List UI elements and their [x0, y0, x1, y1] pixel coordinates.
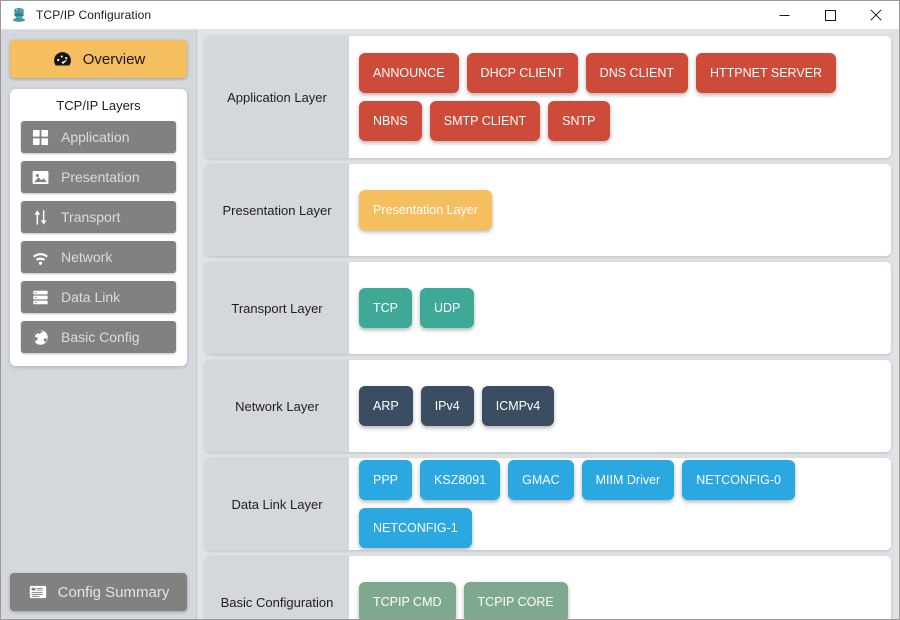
overview-label: Overview [82, 50, 146, 68]
layer-chip[interactable]: SNTP [548, 101, 610, 141]
layer-chip[interactable]: KSZ8091 [420, 460, 501, 500]
minimize-button[interactable] [761, 1, 807, 29]
layer-chip[interactable]: ARP [359, 386, 413, 426]
title-bar-left: TCP/IP Configuration [1, 6, 761, 24]
image-icon [32, 170, 49, 184]
layer-chip[interactable]: PPP [359, 460, 413, 500]
sidebar-item-label: Presentation [61, 169, 140, 185]
layer-chip[interactable]: NETCONFIG-1 [359, 508, 472, 548]
sidebar: Overview TCP/IP Layers Application [1, 30, 197, 619]
layer-chip[interactable]: SMTP CLIENT [429, 101, 541, 141]
sidebar-item-label: Basic Config [61, 329, 140, 345]
wifi-icon [33, 252, 48, 265]
list-panel-icon [29, 585, 46, 599]
tcpip-layers-panel: TCP/IP Layers Application [10, 89, 187, 366]
sidebar-item-network[interactable]: Network [21, 241, 176, 273]
sidebar-item-label: Application [61, 129, 130, 145]
sidebar-item-datalink[interactable]: Data Link [21, 281, 176, 313]
sidebar-item-transport[interactable]: Transport [21, 201, 176, 233]
close-button[interactable] [853, 1, 899, 29]
maximize-icon [824, 9, 836, 21]
network-stack-icon [13, 8, 25, 22]
sidebar-item-basic-config[interactable]: Basic Config [21, 321, 176, 353]
dashboard-gauge-icon [53, 51, 71, 66]
window-title: TCP/IP Configuration [36, 8, 152, 22]
layer-row-label: Presentation Layer [205, 164, 349, 256]
layer-row-label: Transport Layer [205, 262, 349, 354]
sidebar-item-label: Data Link [61, 289, 121, 305]
layer-row-label: Application Layer [205, 36, 349, 158]
close-icon [870, 9, 882, 21]
layer-chip[interactable]: MIIM Driver [581, 460, 675, 500]
arrows-up-down-icon [34, 209, 47, 225]
layer-chip[interactable]: ANNOUNCE [359, 53, 459, 93]
layers-panel-title: TCP/IP Layers [56, 98, 141, 113]
overview-button[interactable]: Overview [10, 40, 187, 78]
layer-chip[interactable]: IPv4 [420, 386, 474, 426]
layer-chip[interactable]: DHCP CLIENT [466, 53, 578, 93]
maximize-button[interactable] [807, 1, 853, 29]
sidebar-item-presentation[interactable]: Presentation [21, 161, 176, 193]
server-icon [33, 290, 48, 304]
layer-chip[interactable]: ICMPv4 [481, 386, 555, 426]
layer-chip-group-presentation: Presentation Layer [349, 164, 891, 256]
config-summary-button[interactable]: Config Summary [10, 573, 187, 611]
layer-chip[interactable]: NBNS [359, 101, 422, 141]
sidebar-item-label: Transport [61, 209, 121, 225]
config-summary-label: Config Summary [57, 583, 170, 601]
layer-chip[interactable]: UDP [420, 288, 475, 328]
window-body: Overview TCP/IP Layers Application [1, 30, 899, 619]
minimize-icon [779, 14, 789, 16]
layer-row-label: Network Layer [205, 360, 349, 452]
layer-row-label: Data Link Layer [205, 458, 349, 550]
layer-chip[interactable]: DNS CLIENT [585, 53, 688, 93]
layer-chip[interactable]: NETCONFIG-0 [682, 460, 795, 500]
layer-chip[interactable]: TCP [359, 288, 412, 328]
layer-chip[interactable]: Presentation Layer [359, 190, 492, 230]
sidebar-item-label: Network [61, 249, 113, 265]
sidebar-item-application[interactable]: Application [21, 121, 176, 153]
title-bar: TCP/IP Configuration [1, 1, 899, 30]
layer-chip[interactable]: TCPIP CMD [359, 582, 456, 619]
grid-icon [32, 129, 49, 145]
globe-icon [33, 329, 48, 345]
layer-chip[interactable]: GMAC [508, 460, 574, 500]
layer-row-label: Basic Configuration [205, 556, 349, 619]
layer-chip[interactable]: HTTPNET SERVER [696, 53, 837, 93]
layer-row-presentation: Presentation Layer Presentation Layer [205, 164, 891, 256]
layer-chip[interactable]: TCPIP CORE [463, 582, 568, 619]
